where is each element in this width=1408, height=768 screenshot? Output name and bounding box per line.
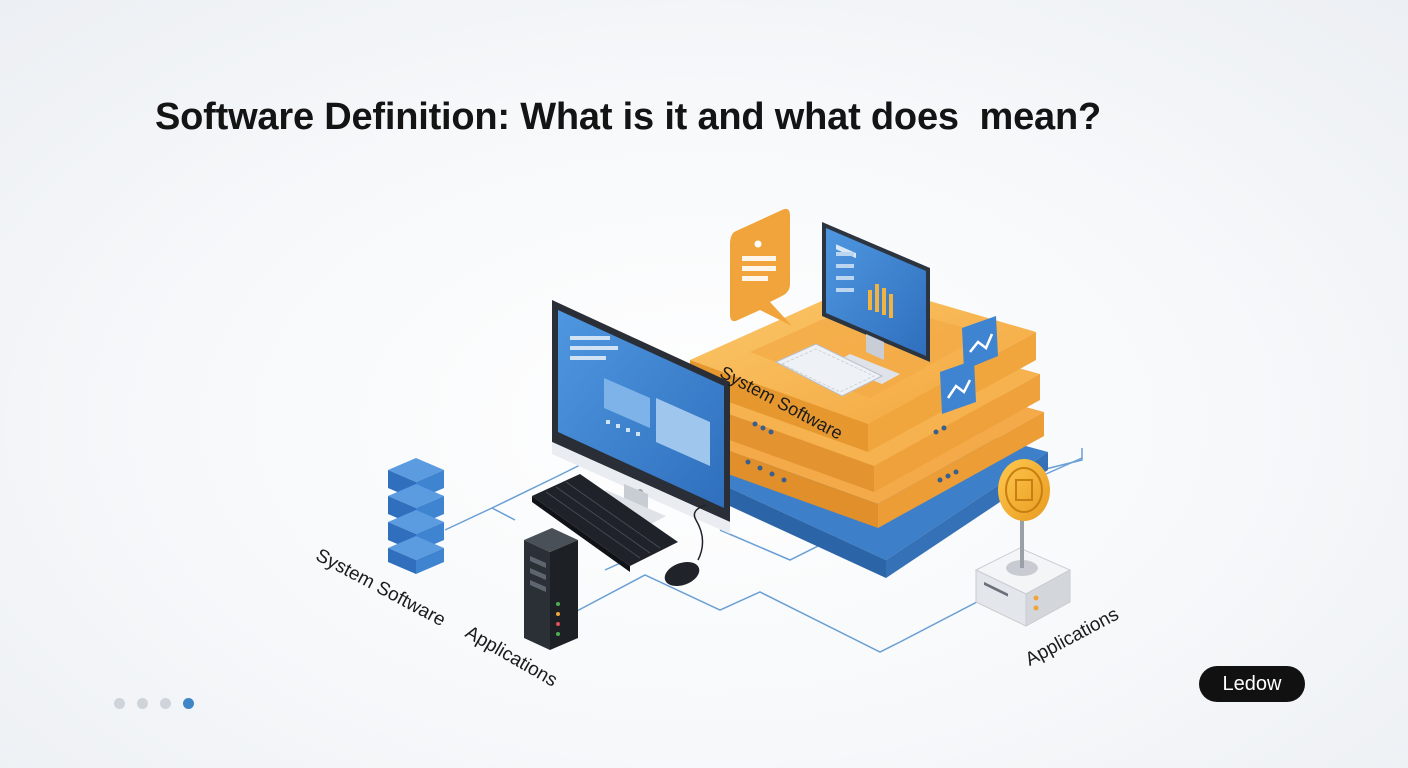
page-title: Software Definition: What is it and what… [155, 96, 1102, 138]
server-stack-icon [388, 458, 444, 574]
device-with-coin-icon [974, 459, 1072, 627]
brand-logo-text: Ledow [1222, 672, 1282, 695]
top-keyboard-icon [774, 343, 884, 397]
port-dots [745, 421, 959, 483]
chat-bubble-icon [730, 208, 792, 326]
pagination-dot[interactable] [137, 698, 148, 709]
top-monitor-icon [822, 222, 930, 384]
pc-tower-icon [524, 528, 578, 650]
chart-badge-icon-2 [940, 360, 976, 414]
chart-badge-icon [962, 316, 998, 370]
brand-logo: Ledow [1199, 666, 1305, 702]
mouse-icon [664, 504, 707, 587]
pagination-dot[interactable] [114, 698, 125, 709]
keyboard-icon [532, 474, 678, 572]
pagination-dot-active[interactable] [183, 698, 194, 709]
pagination-dots [114, 698, 194, 709]
pagination-dot[interactable] [160, 698, 171, 709]
